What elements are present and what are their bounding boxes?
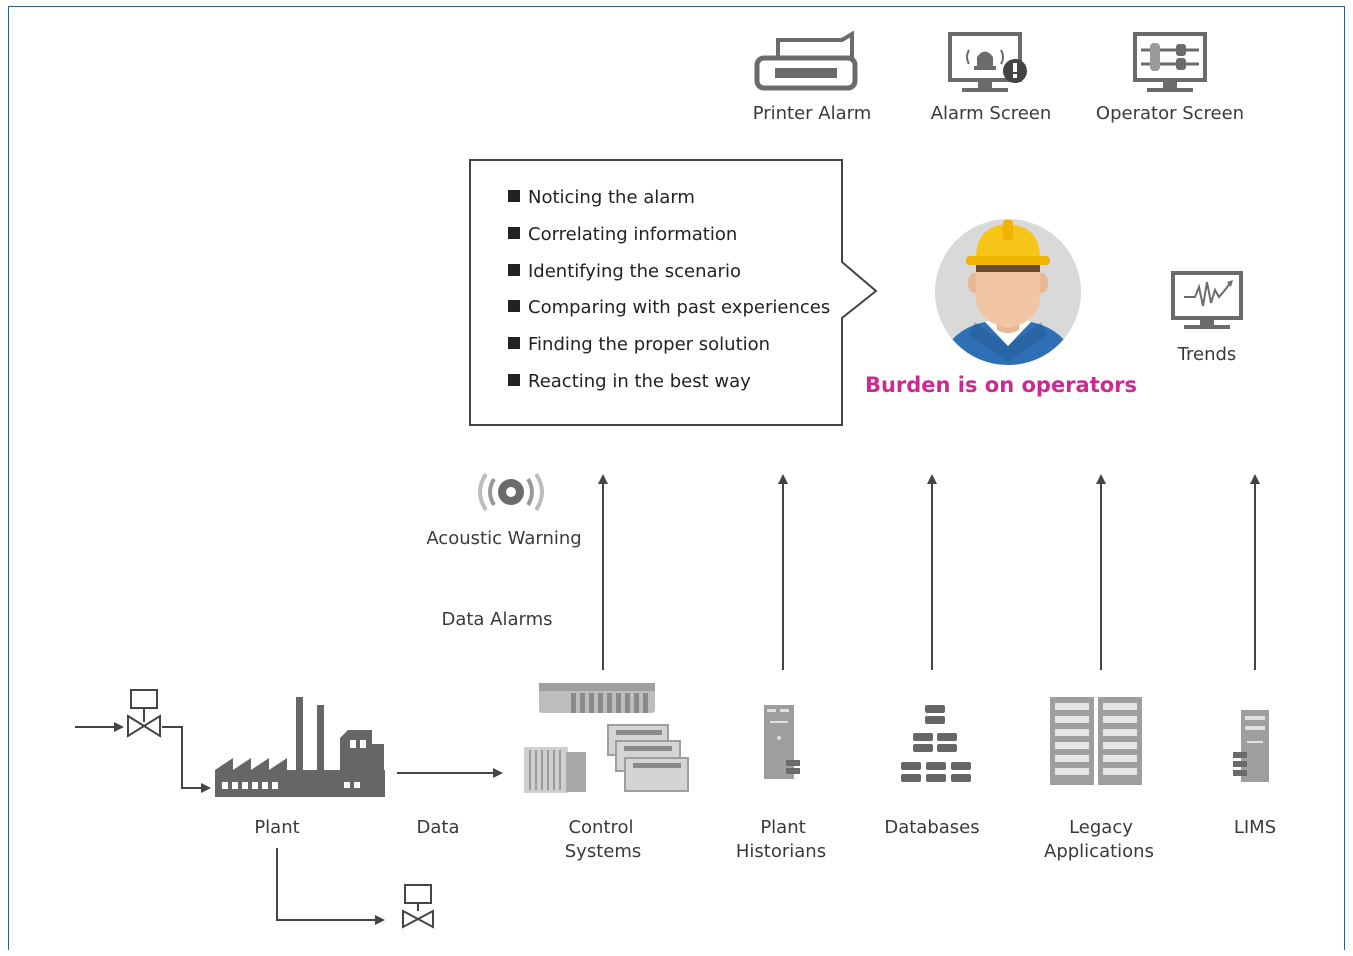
list-item: Finding the proper solution [528,334,770,355]
alarm-screen-icon [948,32,1027,92]
trends-monitor-icon [1171,271,1243,329]
list-item: Correlating information [528,224,737,245]
operator-screen-label: Operator Screen [1096,103,1244,124]
server-rack-icon [1050,697,1142,785]
outflow-line [276,848,385,925]
lims-server-icon [1233,710,1269,782]
valve-icon [402,884,434,929]
list-item: Noticing the alarm [528,187,695,208]
legacy-applications-label-2: Applications [1044,841,1154,862]
printer-icon [754,30,858,91]
list-item: Reacting in the best way [528,371,751,392]
data-alarms-label: Data Alarms [441,609,552,630]
acoustic-warning-icon [478,472,544,512]
acoustic-warning-label: Acoustic Warning [426,528,581,549]
databases-label: Databases [884,817,979,838]
plant-label: Plant [254,817,299,838]
server-tower-icon [764,705,800,779]
plant-historians-label-2: Historians [736,841,826,862]
operator-avatar [935,219,1081,365]
diagram-frame [8,6,1345,950]
plant-historians-label: Plant [760,817,805,838]
list-item: Comparing with past experiences [528,297,830,318]
operator-screen-icon [1133,32,1207,92]
valve-icon [127,689,161,738]
printer-alarm-label: Printer Alarm [753,103,872,124]
task-list: Noticing the alarm Correlating informati… [508,187,830,392]
alarm-screen-label: Alarm Screen [931,103,1052,124]
control-systems-label-2: Systems [565,841,642,862]
burden-statement: Burden is on operators [865,373,1137,397]
valve-to-plant-line [162,726,211,793]
data-label: Data [417,817,460,838]
lims-label: LIMS [1234,817,1276,838]
control-systems-label: Control [568,817,633,838]
control-systems-icon [524,683,689,793]
trends-label: Trends [1177,344,1237,365]
database-stack-icon [901,705,971,782]
task-callout [469,159,878,426]
list-item: Identifying the scenario [528,261,741,282]
legacy-applications-label: Legacy [1069,817,1133,838]
factory-icon [215,697,385,797]
